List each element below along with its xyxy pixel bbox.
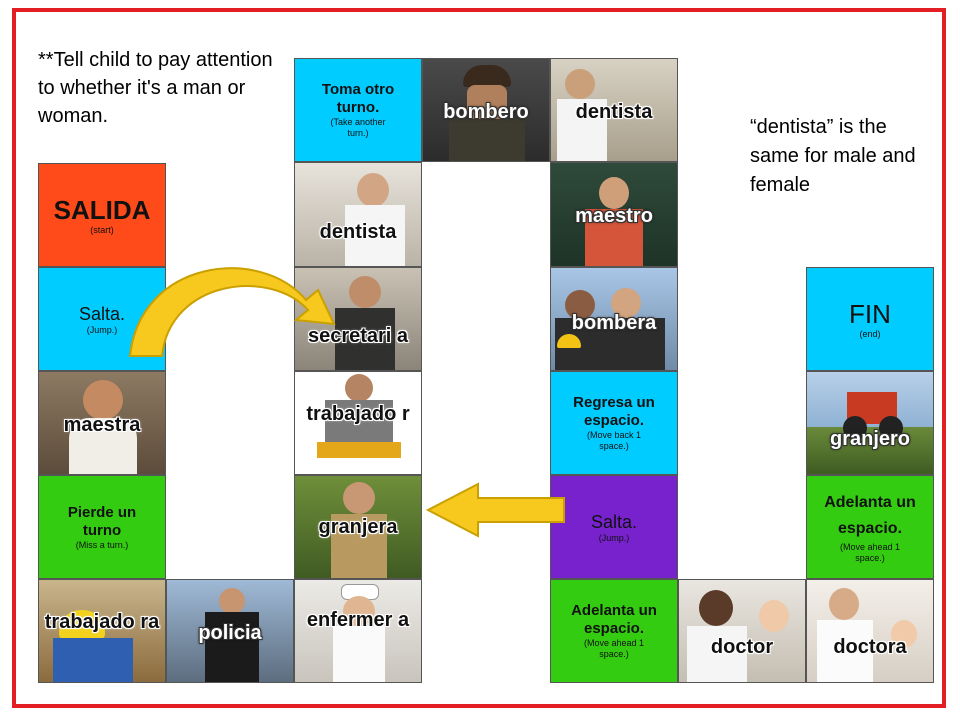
square-salta-right: Salta. (Jump.) (550, 475, 678, 579)
person-head (467, 85, 507, 119)
photo-label: trabajado r (306, 403, 410, 425)
square-adelanta-bottom: Adelanta un espacio. (Move ahead 1 space… (550, 579, 678, 683)
square-main: Adelanta un espacio. (824, 494, 916, 537)
photo-policia: policia (166, 579, 294, 683)
photo-label: maestra (63, 414, 141, 436)
photo-granjera: granjera (294, 475, 422, 579)
person-body (687, 626, 747, 682)
square-sub: (Jump.) (86, 324, 118, 335)
person-body (69, 418, 137, 474)
tractor-wheel (843, 416, 867, 440)
person-head (599, 177, 629, 209)
photo-label: granjero (829, 428, 911, 450)
helmet (557, 334, 581, 348)
square-toma: Toma otro turno. (Take another turn.) (294, 58, 422, 162)
photo-label: secretari a (307, 325, 409, 347)
square-sub: (Move back 1 space.) (586, 430, 642, 451)
dentista-note: “dentista” is the same for male and fema… (750, 116, 916, 196)
photo-doctora: doctora (806, 579, 934, 683)
tractor-wheel-2 (879, 416, 903, 440)
photo-label: maestro (575, 205, 653, 227)
square-sub: (Move ahead 1 space.) (583, 638, 645, 659)
photo-label: bombero (443, 101, 529, 123)
photo-trabajadora: trabajado ra (38, 579, 166, 683)
person-body (817, 620, 873, 682)
person-head (349, 276, 381, 308)
person-body (345, 205, 405, 266)
square-main: SALIDA (53, 194, 151, 225)
photo-maestro: maestro (550, 162, 678, 267)
person-head (219, 588, 245, 614)
square-regresa: Regresa un espacio. (Move back 1 space.) (550, 371, 678, 475)
person-head (699, 590, 733, 626)
instruction-note: **Tell child to pay attention to whether… (38, 49, 273, 127)
photo-doctor: doctor (678, 579, 806, 683)
square-sub: (Move ahead 1 space.) (839, 542, 901, 563)
person-body (557, 99, 607, 161)
person-body (333, 626, 385, 682)
photo-dentista-col: dentista (294, 162, 422, 267)
photo-enfermera: enfermer a (294, 579, 422, 683)
photo-granjero: granjero (806, 371, 934, 475)
person-body (331, 514, 387, 578)
photo-label: enfermer a (306, 609, 410, 631)
person-head (343, 482, 375, 514)
square-main: Salta. (78, 303, 126, 324)
photo-bombera: bombera (550, 267, 678, 371)
child-head (891, 620, 917, 648)
person-head (357, 173, 389, 207)
square-sub: (start) (90, 224, 114, 235)
square-pierde: Pierde un turno (Miss a turn.) (38, 475, 166, 579)
hard-hat (59, 610, 105, 640)
photo-label: dentista (319, 221, 397, 243)
person-head (829, 588, 859, 620)
person-body (325, 400, 393, 450)
photo-label: policia (198, 622, 262, 644)
square-main: Toma otro turno. (321, 81, 395, 116)
photo-label: trabajado ra (44, 611, 160, 633)
person-body (449, 119, 525, 161)
person-body (585, 209, 643, 266)
photo-trabajador: trabajado r (294, 371, 422, 475)
photo-bombero: bombero (422, 58, 550, 162)
photo-label: dentista (575, 101, 653, 123)
tool-belt (317, 442, 401, 458)
square-main: FIN (849, 298, 891, 329)
jump-arrow-straight (426, 482, 565, 538)
square-sub: (Take another turn.) (330, 117, 386, 138)
square-main: Adelanta un espacio. (571, 602, 657, 637)
square-fin: FIN (end) (806, 267, 934, 371)
photo-maestra: maestra (38, 371, 166, 475)
person-body (53, 638, 133, 682)
square-sub: (Jump.) (598, 532, 630, 543)
photo-dentista-top: dentista (550, 58, 678, 162)
person-head (345, 374, 373, 402)
square-main: Regresa un espacio. (573, 394, 655, 429)
person-head (565, 69, 595, 99)
jump-arrow-curved (128, 267, 336, 357)
person-head-2 (611, 288, 641, 318)
person-body (205, 612, 259, 682)
square-adelanta-right: Adelanta un espacio. (Move ahead 1 space… (806, 475, 934, 579)
square-sub: (end) (859, 328, 881, 339)
person-head (83, 380, 123, 420)
photo-label: granjera (318, 516, 398, 538)
person-head (565, 290, 595, 320)
photo-label: doctor (710, 636, 774, 658)
photo-label: bombera (571, 312, 657, 334)
field (807, 427, 933, 474)
helmet (463, 65, 511, 87)
square-main: Pierde un turno (67, 503, 137, 539)
child-head (759, 600, 789, 632)
square-sub: (Miss a turn.) (75, 539, 129, 550)
slide-border (12, 8, 946, 708)
square-main: Salta. (590, 511, 638, 532)
person-body (335, 308, 395, 370)
photo-label: doctora (833, 636, 907, 658)
person-head (343, 596, 375, 626)
square-salida: SALIDA (start) (38, 163, 166, 267)
